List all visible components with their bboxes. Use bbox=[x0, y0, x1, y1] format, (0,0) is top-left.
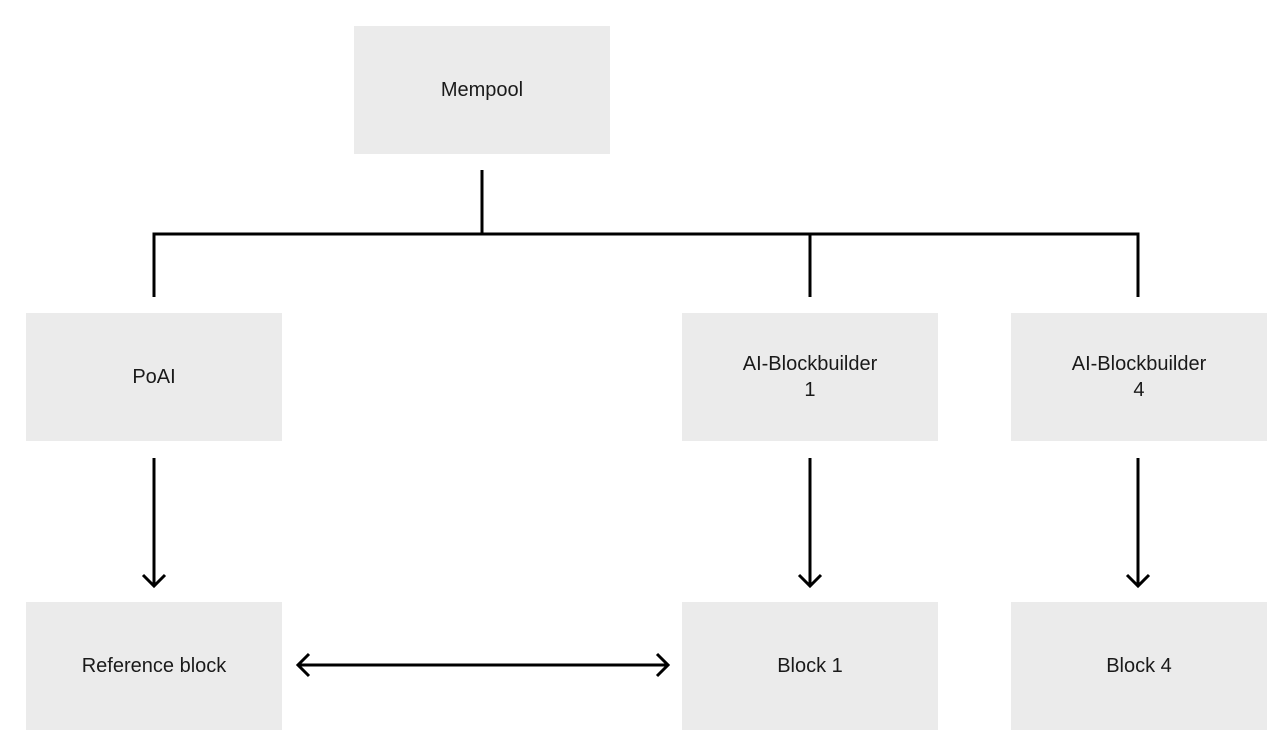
node-ai-blockbuilder-1: AI-Blockbuilder 1 bbox=[682, 313, 938, 441]
arrowhead-icon bbox=[797, 573, 823, 589]
node-label: AI-Blockbuilder 4 bbox=[1071, 353, 1207, 401]
node-label: Reference block bbox=[81, 655, 227, 677]
arrowhead-icon bbox=[141, 573, 167, 589]
node-label: Block 4 bbox=[1106, 655, 1172, 677]
arrow-ab4-b4 bbox=[1125, 458, 1151, 589]
arrow-ref-b1-bidirectional bbox=[295, 652, 671, 678]
arrowhead-right-icon bbox=[655, 652, 671, 678]
arrow-ab1-b1 bbox=[797, 458, 823, 589]
node-label: AI-Blockbuilder 1 bbox=[742, 353, 878, 401]
node-label: PoAI bbox=[132, 366, 176, 388]
node-block-4: Block 4 bbox=[1011, 602, 1267, 730]
node-label: Mempool bbox=[440, 79, 524, 101]
arrowhead-left-icon bbox=[295, 652, 311, 678]
node-mempool: Mempool bbox=[354, 26, 610, 154]
arrowhead-icon bbox=[1125, 573, 1151, 589]
node-label: Block 1 bbox=[777, 655, 843, 677]
node-reference-block: Reference block bbox=[26, 602, 282, 730]
node-poai: PoAI bbox=[26, 313, 282, 441]
arrow-poai-ref bbox=[141, 458, 167, 589]
node-block-1: Block 1 bbox=[682, 602, 938, 730]
node-ai-blockbuilder-4: AI-Blockbuilder 4 bbox=[1011, 313, 1267, 441]
